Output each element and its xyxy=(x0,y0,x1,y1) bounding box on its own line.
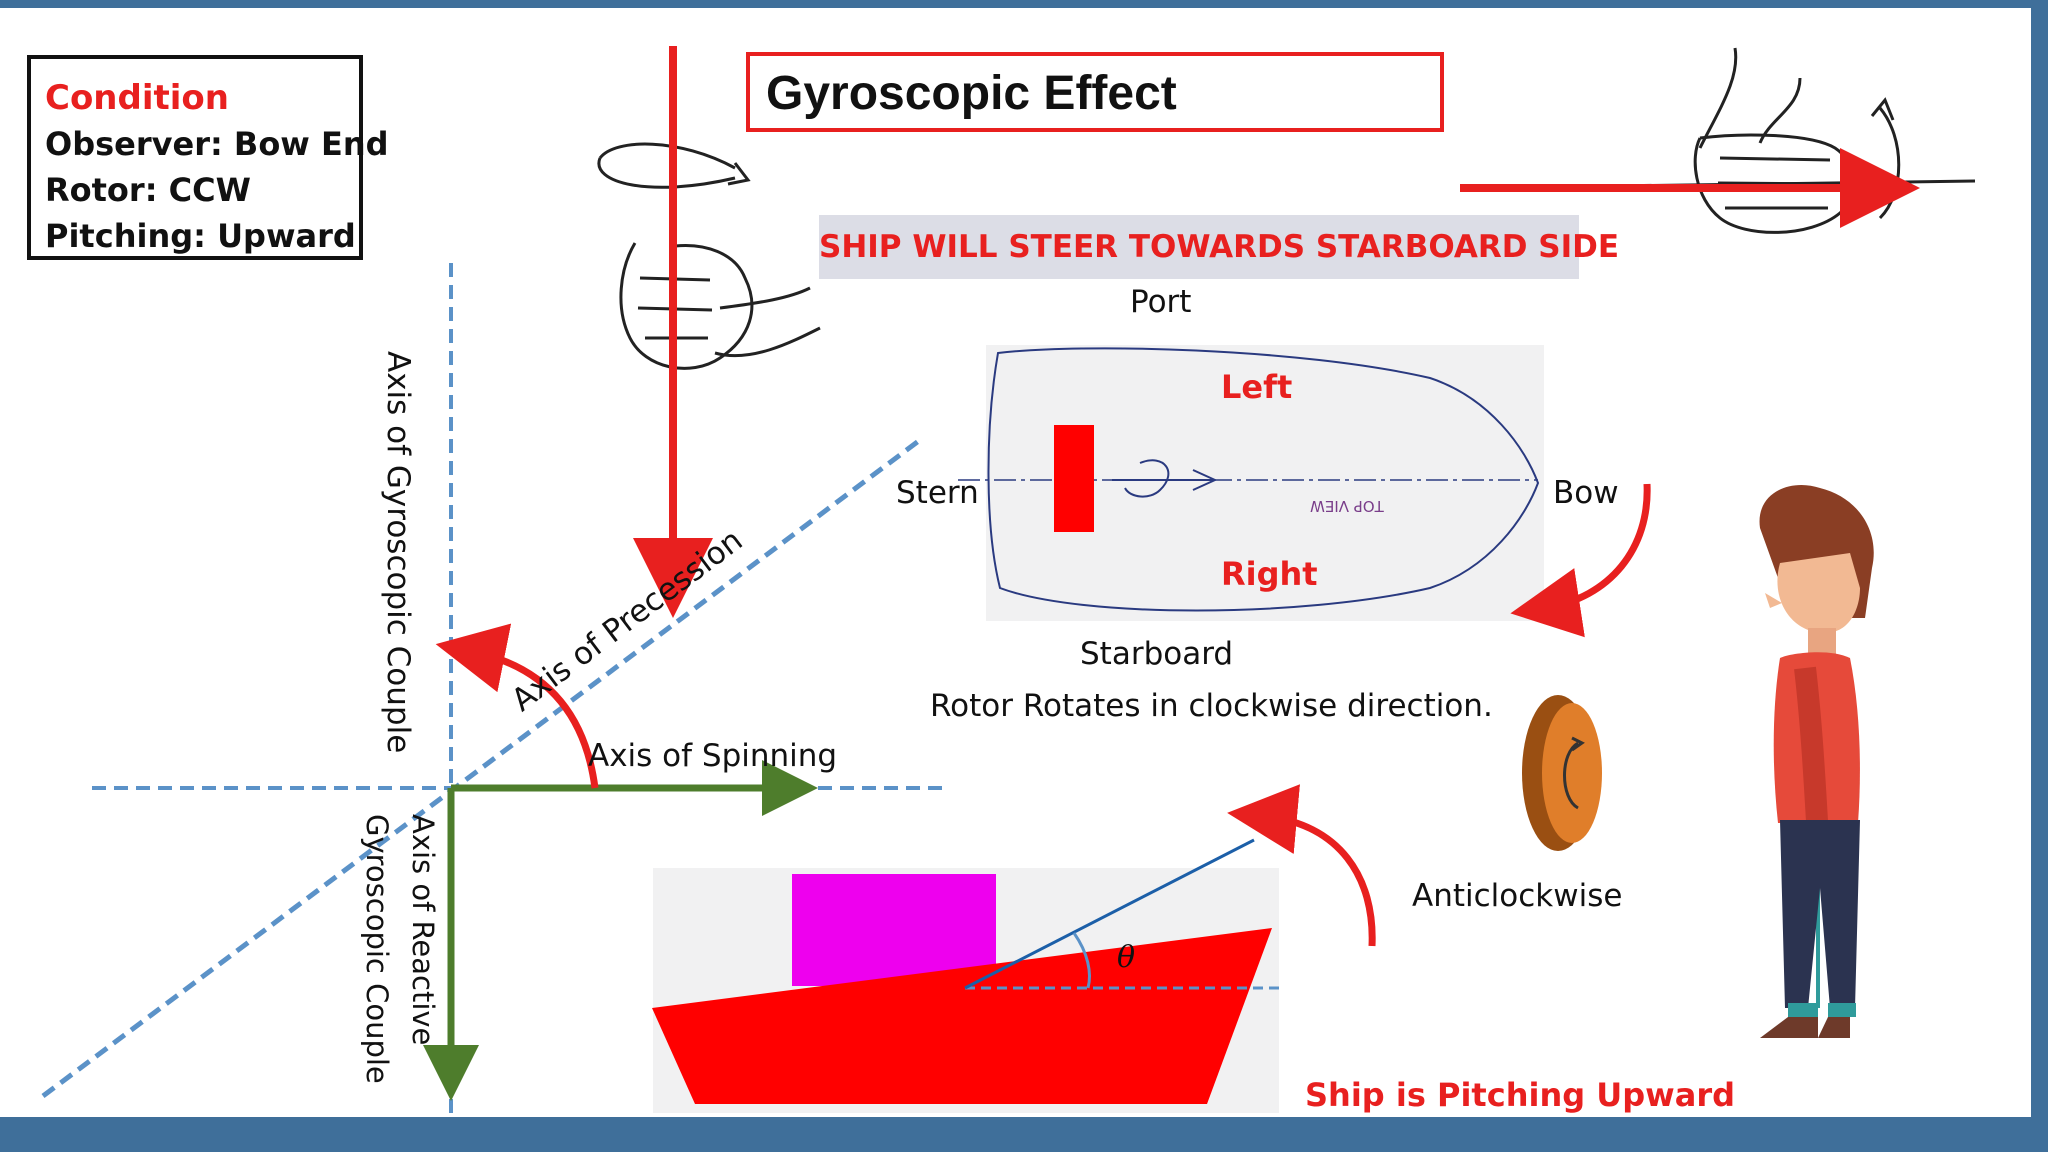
page-title: Gyroscopic Effect xyxy=(746,52,1444,132)
port-label: Port xyxy=(1130,284,1192,320)
top-view-hull-outline xyxy=(987,347,1540,612)
side-view-pitch-line xyxy=(964,838,1255,990)
left-label: Left xyxy=(1221,368,1293,406)
observer-person-icon xyxy=(1759,484,1874,1038)
top-view-rotor-rotation-icon xyxy=(1124,459,1170,498)
hand-thumb-down-icon xyxy=(597,142,821,370)
condition-heading: Condition xyxy=(45,78,229,118)
disc-rotor-icon xyxy=(1522,695,1602,851)
rotor-note: Rotor Rotates in clockwise direction. xyxy=(930,688,1493,724)
diagram-graphics xyxy=(41,46,1976,1113)
starboard-label: Starboard xyxy=(1080,636,1234,672)
bow-label: Bow xyxy=(1553,475,1619,511)
condition-observer: Observer: Bow End xyxy=(45,125,389,163)
precession-dashed-axis xyxy=(41,437,922,1099)
starboard-curved-arrow xyxy=(1510,483,1651,638)
couple-curved-arrow xyxy=(435,623,599,789)
side-view-hull xyxy=(652,928,1272,1104)
axis-reactive-label-line2: Gyroscopic Couple xyxy=(360,814,394,1084)
stern-label: Stern xyxy=(896,475,979,511)
theta-label: θ xyxy=(1117,940,1136,975)
condition-rotor: Rotor: CCW xyxy=(45,171,251,209)
top-view-direction-arrow xyxy=(1112,469,1218,491)
top-view-label: TOP VIEW xyxy=(1310,497,1384,515)
right-label: Right xyxy=(1221,555,1318,593)
axis-spinning-label: Axis of Spinning xyxy=(588,738,838,774)
hand-thumb-right-icon xyxy=(1464,47,1976,234)
axis-gyroscopic-couple-label: Axis of Gyroscopic Couple xyxy=(380,351,416,754)
pitching-caption: Ship is Pitching Upward xyxy=(1305,1076,1735,1114)
anticlockwise-label: Anticlockwise xyxy=(1412,878,1623,914)
slide: Condition Observer: Bow End Rotor: CCW P… xyxy=(0,8,2031,1117)
side-view-cabin xyxy=(792,874,996,986)
condition-pitching: Pitching: Upward xyxy=(45,217,356,255)
top-view-rotor xyxy=(1054,425,1094,532)
axis-reactive-label-line1: Axis of Reactive xyxy=(406,814,440,1046)
pitch-curved-arrow xyxy=(1227,784,1376,947)
condition-box: Condition Observer: Bow End Rotor: CCW P… xyxy=(27,55,389,260)
theta-angle-arc xyxy=(1072,932,1091,989)
steer-banner: SHIP WILL STEER TOWARDS STARBOARD SIDE xyxy=(819,215,1619,279)
